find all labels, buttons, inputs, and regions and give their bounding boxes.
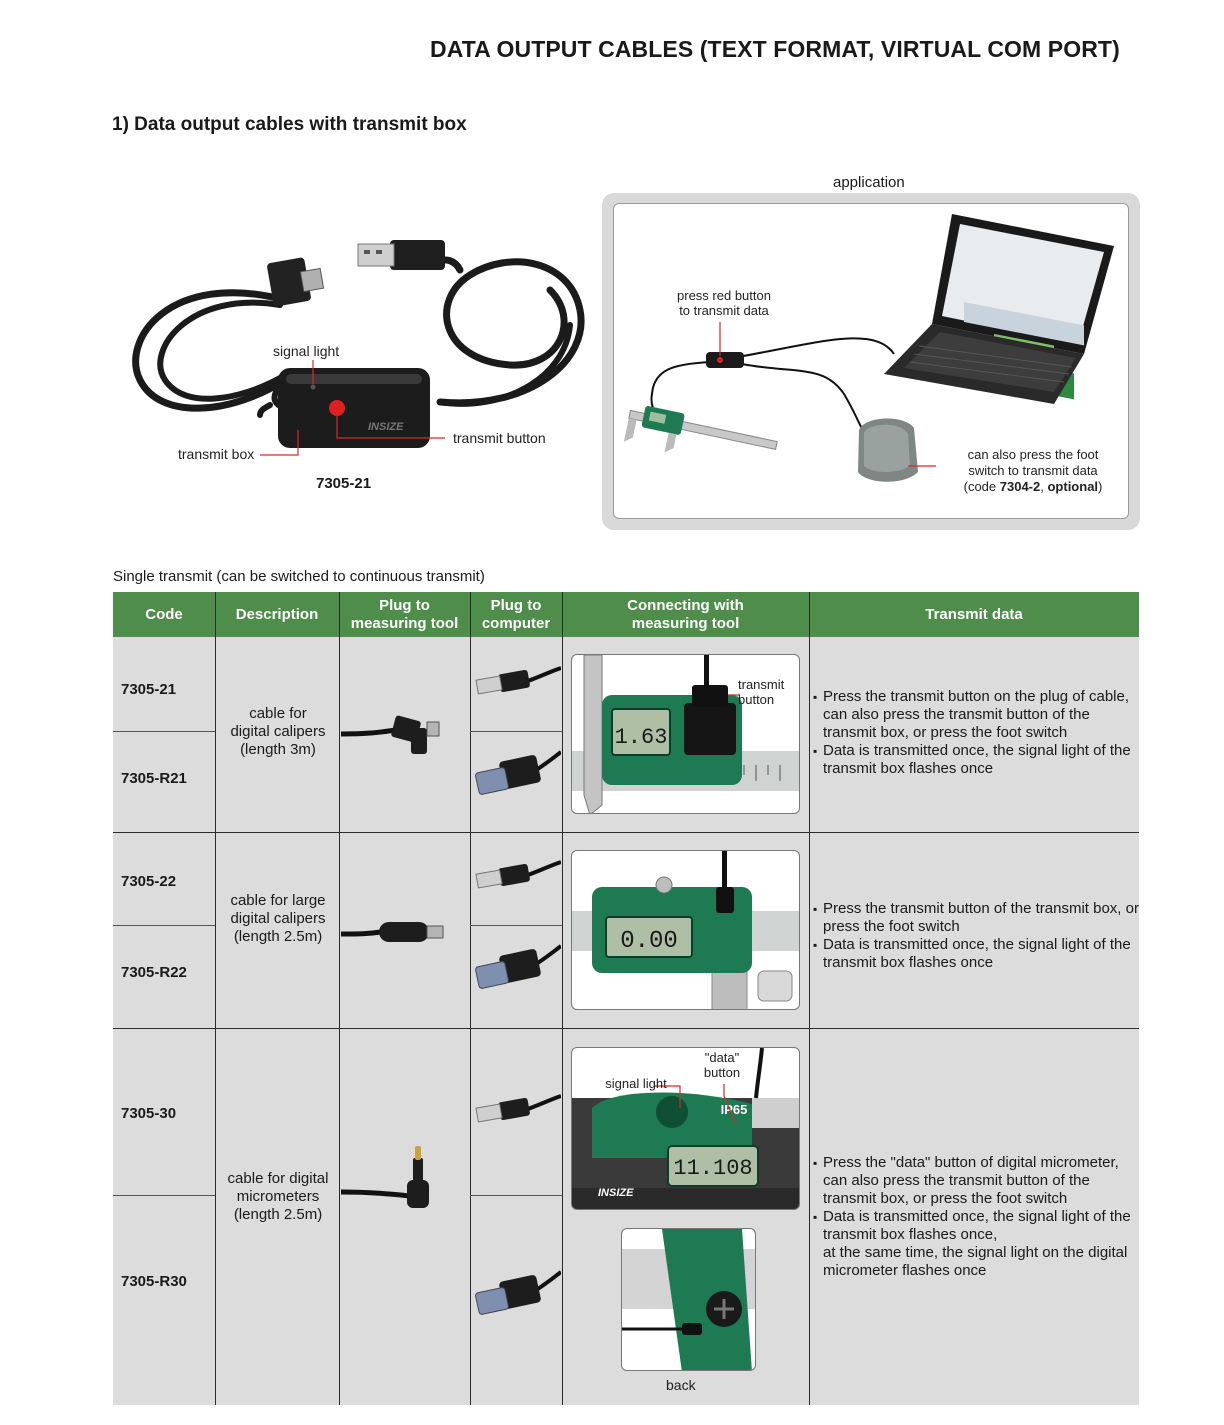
application-photo: press red button to transmit data can al… xyxy=(613,203,1129,519)
transmit-list-group-1: Press the transmit button on the plug of… xyxy=(813,688,1143,778)
svg-text:0.00: 0.00 xyxy=(620,928,678,955)
usb-plug-icon xyxy=(475,666,561,695)
application-caption: application xyxy=(833,174,905,191)
transmit-item: Data is transmitted once, the signal lig… xyxy=(813,1208,1143,1280)
micrometer-back-photo xyxy=(621,1228,756,1371)
table-header: Code Description Plug to measuring tool … xyxy=(113,592,1139,637)
header-code: Code xyxy=(145,605,183,623)
page-title: DATA OUTPUT CABLES (TEXT FORMAT, VIRTUAL… xyxy=(430,36,1120,62)
transmit-item: Press the "data" button of digital micro… xyxy=(813,1154,1143,1208)
transmit-item: Data is transmitted once, the signal lig… xyxy=(813,742,1143,778)
large-digital-caliper-image: 0.00 xyxy=(572,851,799,1009)
code-7305-22: 7305-22 xyxy=(121,873,177,890)
transmit-list-group-3: Press the "data" button of digital micro… xyxy=(813,1154,1143,1280)
description-group-2: cable for large digital calipers (length… xyxy=(230,892,326,945)
data-button-photo-label: "data" button xyxy=(703,1050,741,1080)
micro-plug-icon xyxy=(341,715,440,754)
header-plug-tool: Plug to measuring tool xyxy=(350,596,459,632)
svg-text:IP65: IP65 xyxy=(721,1102,748,1117)
transmit-mode-note: Single transmit (can be switched to cont… xyxy=(113,568,485,585)
svg-text:11.108: 11.108 xyxy=(673,1156,752,1181)
back-label: back xyxy=(666,1377,696,1393)
header-plug-computer: Plug to computer xyxy=(481,596,551,632)
micrometer-back-image xyxy=(622,1229,755,1370)
foot-switch-label: can also press the foot switch to transm… xyxy=(963,447,1103,494)
section-title: 1) Data output cables with transmit box xyxy=(112,114,467,135)
transmit-box-label: transmit box xyxy=(178,446,255,462)
header-transmit-data: Transmit data xyxy=(925,605,1023,623)
mini-usb-plug-icon xyxy=(341,922,444,942)
description-group-1: cable for digital calipers (length 3m) xyxy=(230,705,326,758)
usb-plug-icon xyxy=(475,860,561,889)
code-7305-r21: 7305-R21 xyxy=(121,770,187,787)
serial-plug-icon xyxy=(475,1270,561,1315)
svg-text:INSIZE: INSIZE xyxy=(598,1187,634,1199)
jack-plug-icon xyxy=(341,1146,429,1208)
optional-label: optional xyxy=(1047,479,1099,494)
cables-table: Code Description Plug to measuring tool … xyxy=(113,592,1139,1405)
svg-text:INSIZE: INSIZE xyxy=(368,421,404,433)
header-description: Description xyxy=(235,605,319,623)
header-connecting: Connecting with measuring tool xyxy=(627,596,744,632)
micrometer-connection-photo: 11.108 IP65 INSIZE signal light "data" b… xyxy=(571,1047,800,1210)
transmit-item: Press the transmit button on the plug of… xyxy=(813,688,1143,742)
serial-plug-icon xyxy=(475,944,561,989)
description-group-3: cable for digital micrometers (length 2.… xyxy=(227,1170,329,1223)
transmit-item: Data is transmitted once, the signal lig… xyxy=(813,936,1143,972)
transmit-list-group-2: Press the transmit button of the transmi… xyxy=(813,900,1143,972)
transmit-button-label: transmit button xyxy=(453,430,546,446)
usb-plug-icon xyxy=(475,1094,561,1123)
digital-caliper-image: 1.63 xyxy=(572,655,799,813)
code-7305-30: 7305-30 xyxy=(121,1105,177,1122)
code-7305-r22: 7305-R22 xyxy=(121,964,187,981)
transmit-item: Press the transmit button of the transmi… xyxy=(813,900,1143,936)
application-panel: press red button to transmit data can al… xyxy=(602,193,1140,530)
application-scene xyxy=(623,214,1114,482)
large-caliper-connection-photo: 0.00 xyxy=(571,850,800,1010)
press-red-button-label: press red button to transmit data xyxy=(677,288,771,318)
code-7305-21: 7305-21 xyxy=(121,681,177,698)
svg-text:1.63: 1.63 xyxy=(615,725,668,750)
digital-micrometer-image: 11.108 IP65 INSIZE xyxy=(572,1048,799,1209)
code-7305-r30: 7305-R30 xyxy=(121,1273,187,1290)
serial-plug-icon xyxy=(475,750,561,795)
model-number: 7305-21 xyxy=(316,475,372,492)
transmit-box-cable-photo: INSIZE xyxy=(132,240,585,456)
transmit-button-photo-label: transmit button xyxy=(738,677,785,707)
foot-switch-code: 7304-2 xyxy=(999,479,1041,494)
signal-light-photo-label: signal light xyxy=(605,1076,667,1091)
caliper-connection-photo: 1.63 transmit button xyxy=(571,654,800,814)
signal-light-label: signal light xyxy=(273,343,340,359)
